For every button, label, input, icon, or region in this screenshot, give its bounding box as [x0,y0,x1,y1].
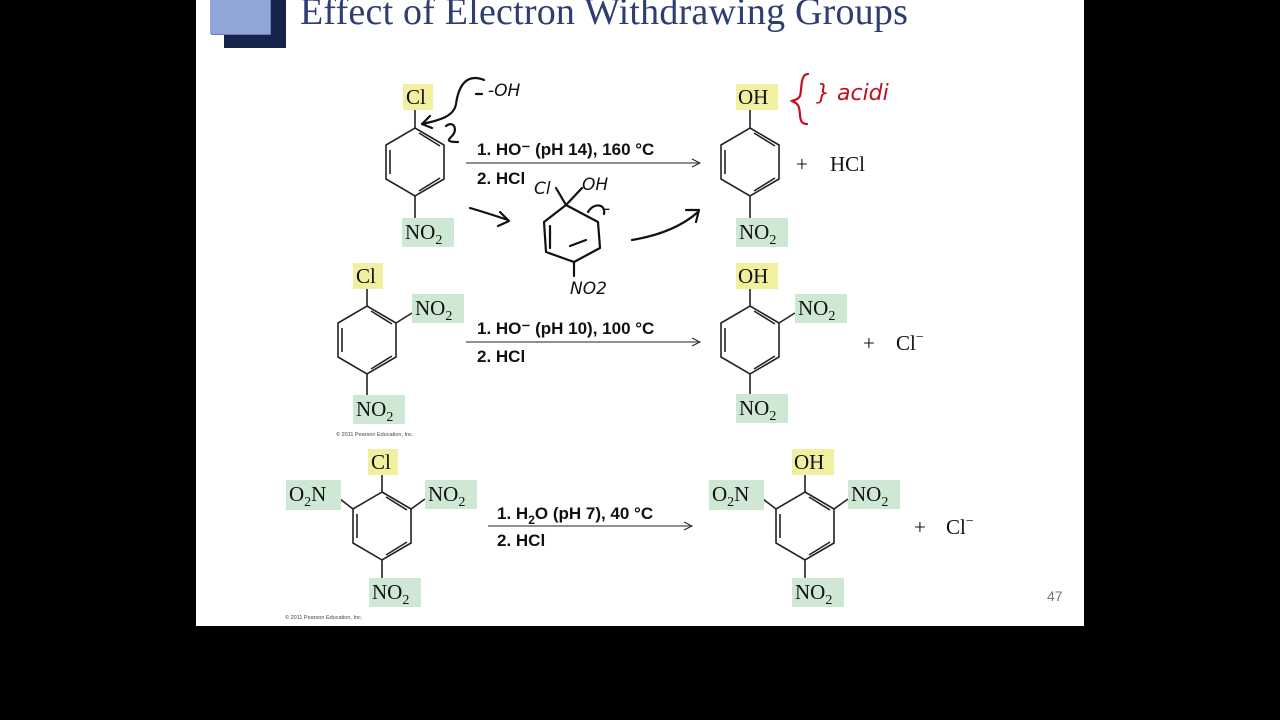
no2-label: NO2 [372,580,409,608]
page-number: 47 [1047,588,1063,604]
reaction-2: Cl NO2 NO2 © 2011 Pearson Education, Inc… [336,263,924,438]
condition-step-1: 1. H2O (pH 7), 40 °C [497,504,653,527]
cl-highlight [403,84,433,110]
condition-step-1: 1. HO⁻ (pH 14), 160 °C [477,140,654,159]
no2-highlight [353,395,405,424]
no2-label: NO2 [356,397,393,425]
product-3: OH O2N NO2 NO2 [709,449,900,608]
no2-highlight [795,294,847,323]
benzene-ring [337,305,397,375]
no2-highlight [425,480,477,509]
no2-label: NO2 [798,296,835,324]
reactant-2: Cl NO2 NO2 [337,263,464,425]
intermediate-ring [542,203,602,264]
to-product-arrow [630,210,700,242]
chloride-ion: Cl− [896,330,924,355]
no2-label: NO2 [428,482,465,510]
product-1: OH NO2 [720,84,788,248]
benzene-ring [352,491,412,561]
intermediate-no2: NO2 [570,279,607,299]
oh-highlight [792,449,834,475]
benzene-ring [720,305,780,375]
hcl-byproduct: HCl [830,152,865,176]
no2-label: NO2 [739,396,776,424]
no2-highlight [402,218,454,247]
no2-highlight [369,578,421,607]
corner-decoration-light [210,0,270,34]
cl-label: Cl [371,450,391,474]
cl-label: Cl [356,264,376,288]
chloride-ion: Cl− [946,514,974,539]
oh-highlight [736,263,778,289]
slide: Effect of Electron Withdrawing Groups Cl… [196,0,1084,626]
o2n-label: O2N [712,482,749,510]
o2n-label: O2N [289,482,326,510]
no2-highlight [848,480,900,509]
intermediate-oh: OH [582,175,608,195]
nucleophile-arrow [420,77,486,126]
plus-sign: + [796,152,808,176]
reactant-3: Cl O2N NO2 NO2 [286,449,477,608]
reaction-1: Cl NO2 1. HO⁻ (pH 14), 160 °C 2. HCl OH [385,84,865,248]
no2-label: NO2 [405,220,442,248]
slide-title: Effect of Electron Withdrawing Groups [300,0,909,33]
benzene-ring [720,127,780,197]
no2-label: NO2 [851,482,888,510]
oh-highlight [736,84,778,110]
no2-label: NO2 [739,220,776,248]
condition-step-2: 2. HCl [477,347,525,366]
to-intermediate-arrow [468,206,510,222]
reaction-3: Cl O2N NO2 NO2 © 2011 Pearson Education,… [285,449,974,621]
product-2: OH NO2 NO2 [720,263,847,424]
oh-label: OH [738,85,768,109]
no2-label: NO2 [415,296,452,324]
plus-sign: + [863,331,875,355]
plus-sign: + [914,515,926,539]
negative-charge: - [604,199,610,219]
condition-step-2: 2. HCl [477,169,525,188]
oh-label: OH [794,450,824,474]
cl-label: Cl [406,85,426,109]
acidic-note: } acidi [816,81,889,106]
benzene-ring [385,127,445,197]
o2n-highlight [709,480,764,510]
oh-label: OH [738,264,768,288]
intermediate-cl: Cl [534,179,551,199]
no2-highlight [412,294,464,323]
no2-highlight [736,394,788,423]
cl-highlight [368,449,398,475]
handwritten-annotations: -OH } acidi Cl OH - NO2 [420,72,889,299]
condition-step-1: 1. HO⁻ (pH 10), 100 °C [477,319,654,338]
reactant-1: Cl NO2 [385,84,454,248]
cl-highlight [353,263,383,289]
squiggle-mark [444,123,460,144]
oh-nucleophile-note: -OH [488,81,521,101]
no2-label: NO2 [795,580,832,608]
condition-step-2: 2. HCl [497,531,545,550]
reaction-diagram: Cl NO2 1. HO⁻ (pH 14), 160 °C 2. HCl OH [285,72,1063,621]
o2n-highlight [286,480,341,510]
meisenheimer-intermediate: Cl OH - NO2 [534,175,610,299]
copyright-notice: © 2011 Pearson Education, Inc. [336,431,414,438]
copyright-notice: © 2011 Pearson Education, Inc. [285,614,363,621]
benzene-ring [775,491,835,561]
red-brace [789,72,810,126]
no2-highlight [792,578,844,607]
no2-highlight [736,218,788,247]
